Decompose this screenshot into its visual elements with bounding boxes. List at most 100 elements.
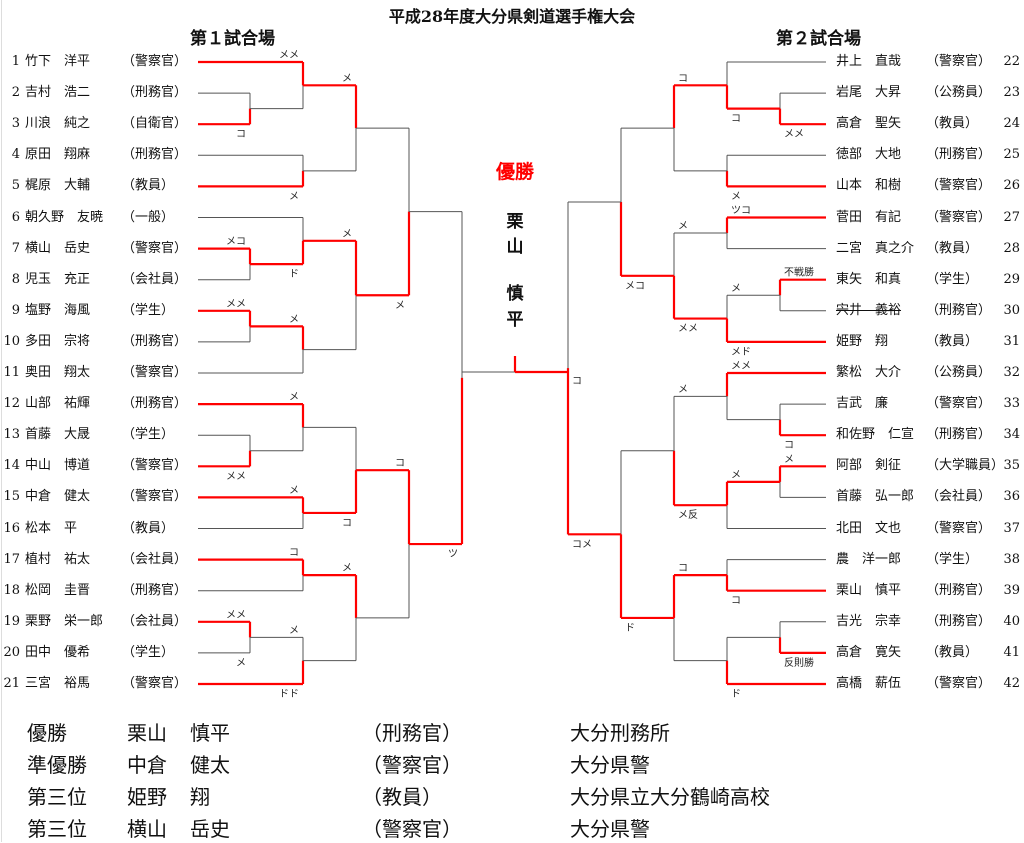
player-affiliation: （学生） — [122, 644, 175, 660]
result-rank: 第三位 — [27, 785, 87, 809]
player-number: 37 — [1003, 520, 1020, 536]
result-aff: （刑務官） — [362, 721, 462, 745]
match-score-label: メ反 — [678, 509, 698, 521]
player-name: 朝久野 友暁 — [25, 209, 104, 225]
match-score-label: メコ — [226, 237, 246, 248]
player-affiliation: （会社員） — [926, 489, 992, 505]
player-affiliation: （警察官） — [926, 54, 992, 69]
player-name: 宍井 義裕 — [836, 302, 902, 318]
champion-name-char: 慎 — [506, 284, 524, 304]
match-score-label: コ — [731, 596, 741, 607]
page-border — [1, 0, 2, 842]
result-given: 健太 — [190, 753, 230, 777]
match-score-label: メ — [784, 454, 794, 465]
match-score-label: メ — [731, 283, 741, 294]
result-org: 大分県警 — [570, 753, 650, 777]
player-name: 高倉 寛矢 — [836, 644, 902, 660]
court-1-heading: 第１試合場 — [190, 29, 275, 49]
match-score-label: メ — [289, 485, 299, 496]
match-score-label: メ — [289, 392, 299, 403]
player-name: 山本 和樹 — [836, 178, 902, 194]
player-number: 26 — [1003, 178, 1020, 194]
player-number: 15 — [3, 489, 20, 505]
player-number: 1 — [11, 54, 20, 69]
player-affiliation: （教員） — [122, 178, 175, 194]
player-name: 竹下 洋平 — [25, 54, 91, 69]
player-affiliation: （警察官） — [926, 520, 992, 536]
match-score-label: メメ — [226, 471, 246, 482]
player-name: 吉武 廉 — [836, 396, 889, 412]
match-score-label: ツコ — [731, 206, 751, 217]
match-score-label: コ — [572, 376, 582, 387]
player-number: 18 — [3, 582, 20, 598]
player-number: 41 — [1003, 644, 1020, 660]
player-number: 11 — [3, 365, 20, 380]
player-name: 中倉 健太 — [25, 489, 91, 505]
match-score-label: ド — [625, 623, 635, 634]
result-org: 大分県立大分鶴崎高校 — [570, 785, 770, 809]
result-aff: （警察官） — [362, 817, 462, 841]
player-affiliation: （刑務官） — [122, 333, 188, 349]
player-affiliation: （刑務官） — [122, 147, 188, 163]
match-score-label: コ — [342, 518, 352, 529]
court-2-heading: 第２試合場 — [776, 29, 861, 49]
player-affiliation: （警察官） — [122, 240, 188, 256]
player-number: 9 — [11, 302, 20, 318]
player-affiliation: （学生） — [122, 427, 175, 443]
player-name: 栗山 慎平 — [836, 582, 902, 598]
player-number: 36 — [1003, 489, 1020, 505]
match-score-label: メメ — [678, 324, 698, 335]
player-affiliation: （一般） — [122, 209, 175, 225]
player-name: 梶原 大輔 — [25, 178, 91, 194]
match-score-label: コ — [784, 440, 794, 451]
player-number: 12 — [3, 396, 20, 412]
player-number: 42 — [1003, 676, 1020, 691]
match-score-label: メコ — [625, 281, 645, 292]
player-affiliation: （警察官） — [122, 489, 188, 505]
match-score-label: メ — [289, 314, 299, 325]
result-rank: 準優勝 — [27, 753, 87, 777]
player-number: 21 — [3, 676, 20, 691]
player-name: 栗野 栄一郎 — [25, 613, 104, 629]
player-name: 二宮 真之介 — [836, 240, 915, 256]
player-affiliation: （刑務官） — [122, 396, 188, 412]
player-affiliation: （教員） — [926, 116, 979, 132]
match-score-label: コ — [678, 563, 688, 574]
player-name: 松岡 圭晋 — [25, 582, 91, 598]
match-score-label: メ — [236, 658, 246, 669]
player-affiliation: （大学職員） — [926, 458, 1005, 474]
match-score-label: メ — [342, 73, 352, 84]
player-name: 繁松 大介 — [836, 365, 902, 380]
result-given: 翔 — [190, 785, 210, 809]
player-number: 7 — [11, 240, 20, 256]
player-name: 徳部 大地 — [836, 147, 902, 163]
player-number: 29 — [1003, 271, 1020, 287]
player-name: 原田 翔麻 — [25, 147, 91, 163]
match-score-label: コ — [289, 548, 299, 559]
result-surname: 姫野 — [127, 785, 167, 809]
match-score-label: メ — [342, 229, 352, 240]
result-org: 大分県警 — [570, 817, 650, 841]
player-name: 植村 祐太 — [25, 551, 91, 567]
player-affiliation: （会社員） — [122, 271, 188, 287]
player-affiliation: （警察官） — [122, 676, 188, 691]
player-affiliation: （警察官） — [122, 365, 188, 380]
match-score-label: コメ — [572, 539, 592, 550]
player-number: 5 — [11, 178, 20, 194]
match-score-label: メメ — [731, 361, 751, 372]
match-score-label: メ — [289, 625, 299, 636]
player-number: 14 — [3, 458, 20, 474]
player-number: 22 — [1003, 54, 1020, 69]
player-number: 30 — [1003, 302, 1020, 318]
result-aff: （教員） — [362, 785, 442, 809]
player-name: 児玉 充正 — [25, 271, 91, 287]
player-name: 姫野 翔 — [836, 333, 889, 349]
player-name: 松本 平 — [25, 520, 78, 536]
player-affiliation: （刑務官） — [122, 582, 188, 598]
player-name: 高倉 聖矢 — [836, 116, 902, 132]
match-score-label: メ — [395, 300, 405, 311]
player-affiliation: （刑務官） — [926, 427, 992, 443]
player-name: 東矢 和真 — [836, 271, 902, 287]
player-number: 2 — [11, 85, 20, 101]
player-number: 4 — [11, 147, 20, 163]
